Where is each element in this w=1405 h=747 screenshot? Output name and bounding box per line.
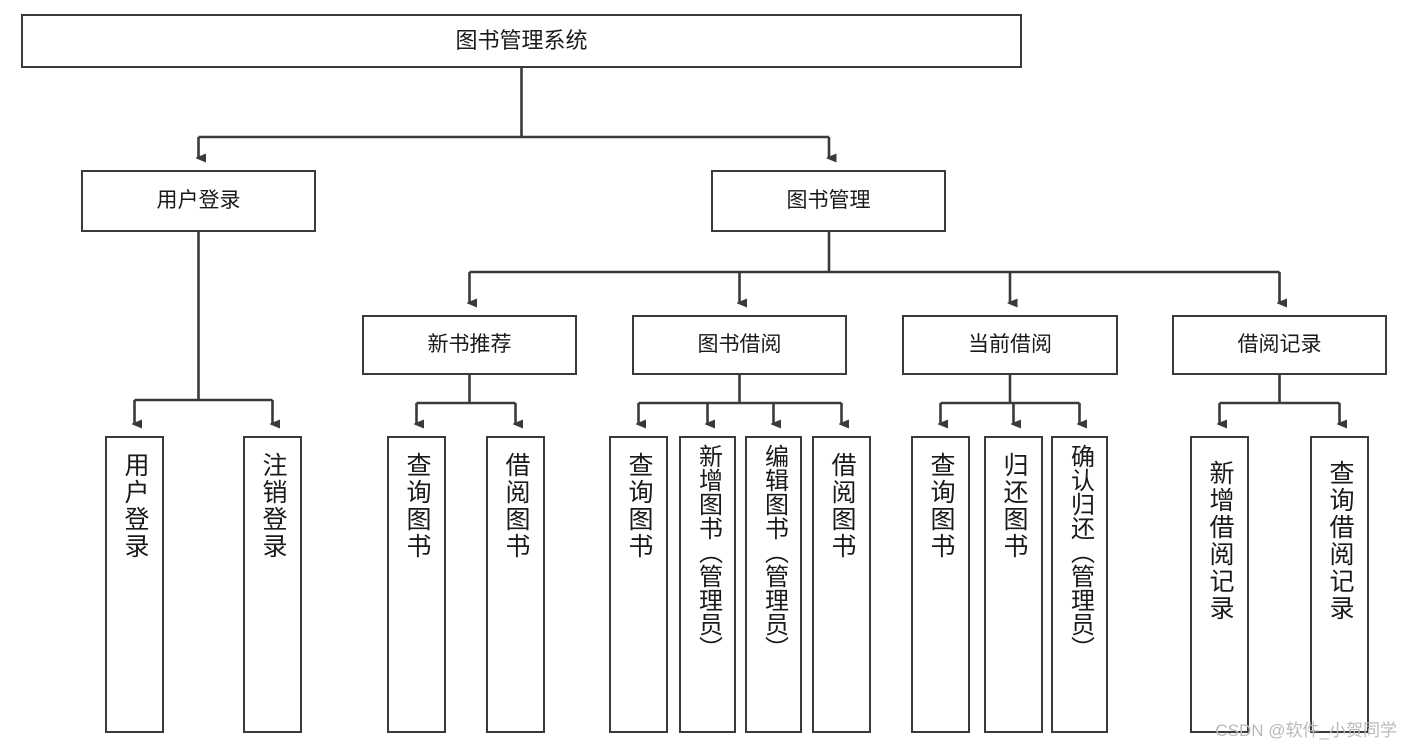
leaf-record-add[interactable]: 新增借阅记录: [1190, 436, 1249, 733]
node-new-book-recommend-label: 新书推荐: [427, 332, 512, 356]
node-book-manage[interactable]: 图书管理: [711, 170, 946, 232]
leaf-borrow-edit[interactable]: 编辑图书（管理员）: [745, 436, 802, 733]
leaf-user-login-label: 用户登录: [121, 452, 149, 560]
node-user-login-label: 用户登录: [156, 188, 241, 212]
node-new-book-recommend[interactable]: 新书推荐: [362, 315, 577, 375]
node-book-manage-label: 图书管理: [786, 188, 871, 212]
leaf-current-return-label: 归还图书: [1000, 452, 1028, 560]
leaf-user-login[interactable]: 用户登录: [105, 436, 164, 733]
leaf-borrow-query-label: 查询图书: [625, 452, 653, 560]
leaf-current-query[interactable]: 查询图书: [911, 436, 970, 733]
leaf-borrow-do[interactable]: 借阅图书: [812, 436, 871, 733]
leaf-borrow-edit-label: 编辑图书（管理员）: [760, 444, 788, 660]
node-book-borrow[interactable]: 图书借阅: [632, 315, 847, 375]
node-book-borrow-label: 图书借阅: [697, 332, 782, 356]
leaf-current-query-label: 查询图书: [927, 452, 955, 560]
leaf-borrow-do-label: 借阅图书: [828, 452, 856, 560]
leaf-borrow-query[interactable]: 查询图书: [609, 436, 668, 733]
leaf-record-query-label: 查询借阅记录: [1326, 460, 1354, 622]
leaf-recommend-borrow[interactable]: 借阅图书: [486, 436, 545, 733]
leaf-recommend-query[interactable]: 查询图书: [387, 436, 446, 733]
leaf-user-logout[interactable]: 注销登录: [243, 436, 302, 733]
node-user-login[interactable]: 用户登录: [81, 170, 316, 232]
node-borrow-record[interactable]: 借阅记录: [1172, 315, 1387, 375]
leaf-record-query[interactable]: 查询借阅记录: [1310, 436, 1369, 733]
leaf-record-add-label: 新增借阅记录: [1206, 460, 1234, 622]
leaf-recommend-query-label: 查询图书: [403, 452, 431, 560]
leaf-current-confirm[interactable]: 确认归还（管理员）: [1051, 436, 1108, 733]
csdn-watermark: CSDN @软件_小贺同学: [1215, 721, 1397, 740]
leaf-borrow-add[interactable]: 新增图书（管理员）: [679, 436, 736, 733]
leaf-borrow-add-label: 新增图书（管理员）: [694, 444, 722, 660]
node-root[interactable]: 图书管理系统: [21, 14, 1022, 68]
leaf-recommend-borrow-label: 借阅图书: [502, 452, 530, 560]
leaf-user-logout-label: 注销登录: [259, 452, 287, 560]
node-current-borrow-label: 当前借阅: [968, 332, 1052, 356]
node-root-label: 图书管理系统: [455, 28, 588, 54]
node-borrow-record-label: 借阅记录: [1237, 332, 1322, 356]
leaf-current-confirm-label: 确认归还（管理员）: [1066, 444, 1094, 660]
node-current-borrow[interactable]: 当前借阅: [902, 315, 1118, 375]
leaf-current-return[interactable]: 归还图书: [984, 436, 1043, 733]
